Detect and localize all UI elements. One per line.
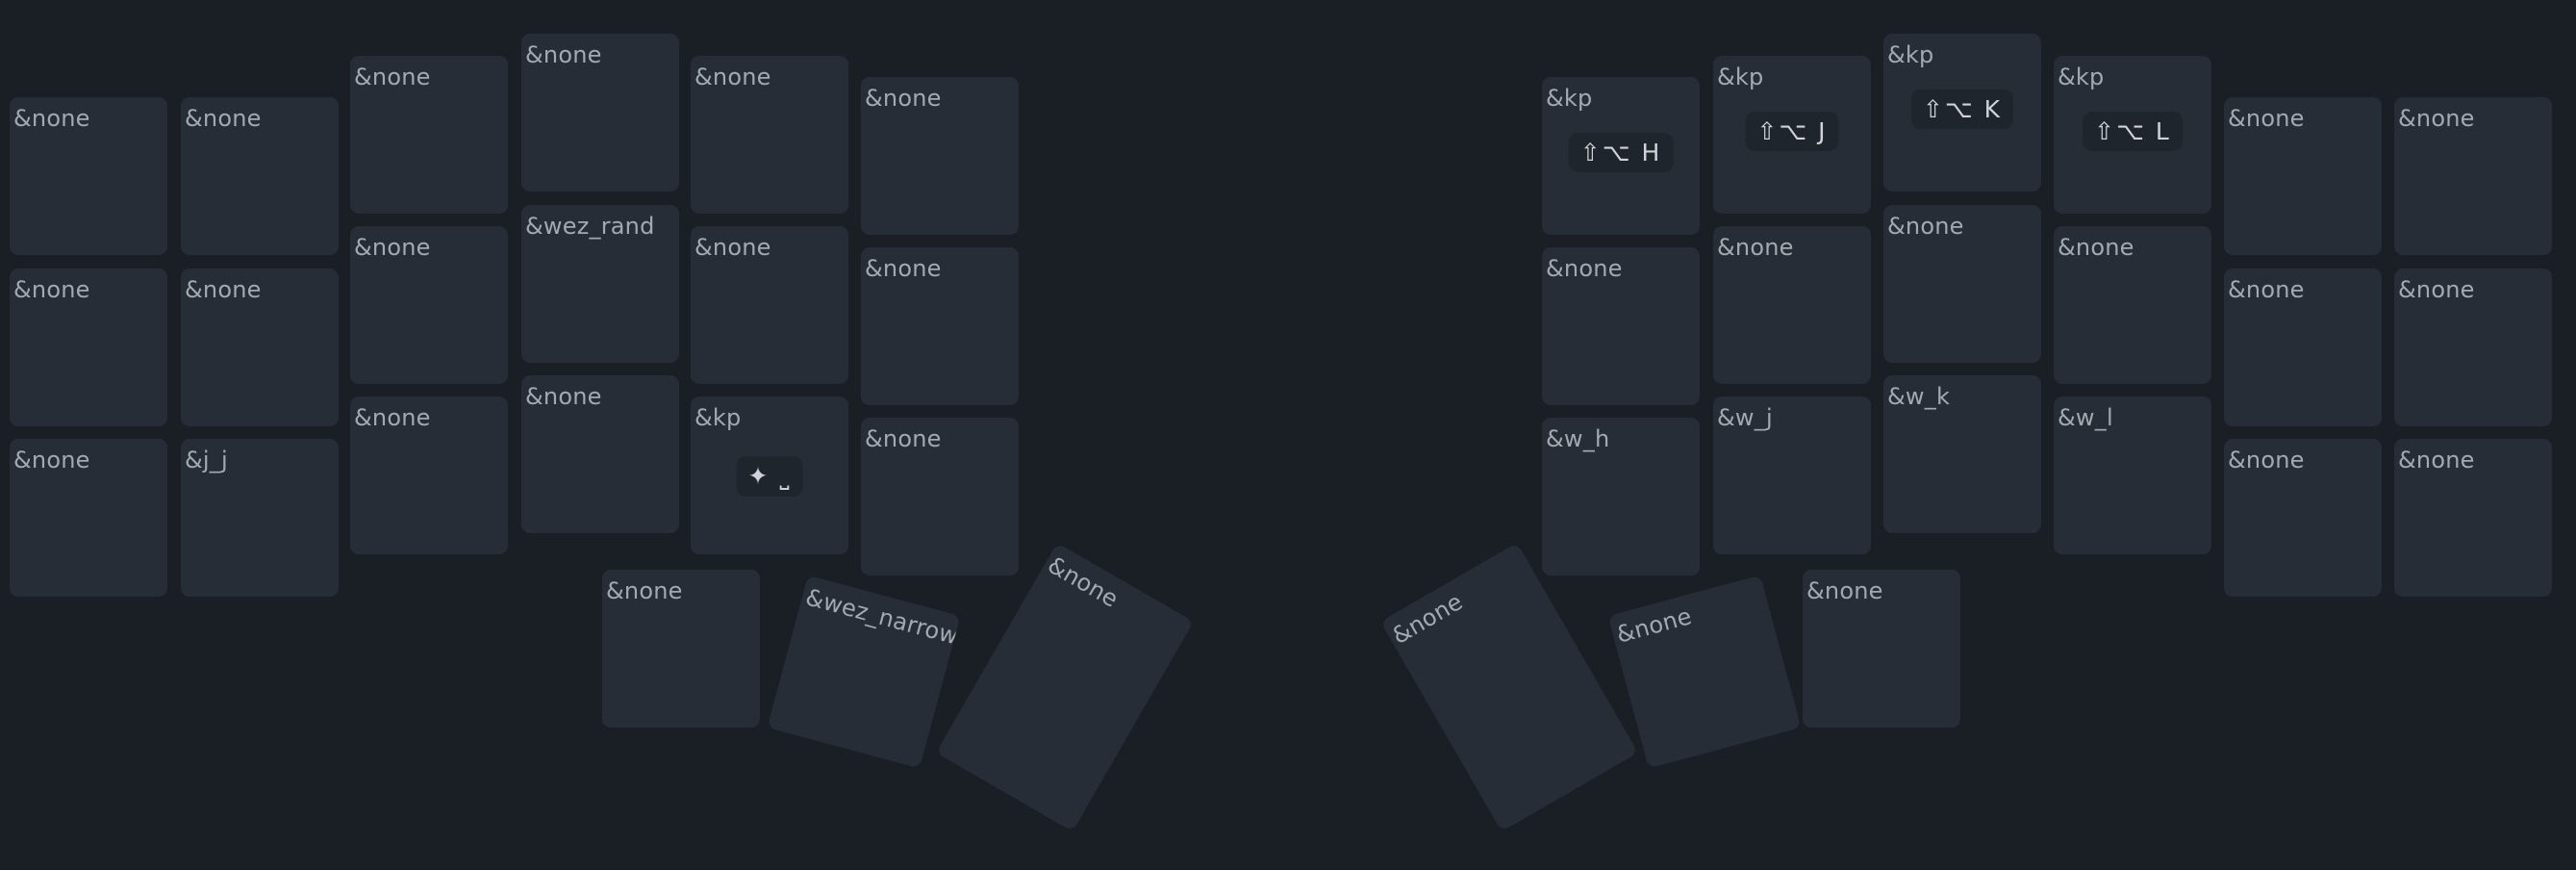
key-label: &none bbox=[1546, 255, 1623, 282]
key-label: &none bbox=[606, 577, 683, 604]
left-key-c3-r2[interactable]: &none bbox=[521, 375, 679, 533]
left-key-c5-r0[interactable]: &none bbox=[861, 77, 1019, 235]
key-label: &none bbox=[2398, 447, 2475, 473]
key-label: &none bbox=[1613, 602, 1695, 649]
right-key-c3-r1[interactable]: &none bbox=[2054, 226, 2211, 384]
key-label: &none bbox=[2228, 105, 2305, 132]
key-label: &wez_rand bbox=[525, 213, 655, 240]
key-label: &kp bbox=[1546, 85, 1593, 112]
key-sublabel: ⇧⌥ K bbox=[1910, 90, 2014, 129]
left-key-c1-r2[interactable]: &j_j bbox=[181, 439, 339, 597]
key-label: &none bbox=[1043, 550, 1124, 613]
key-label: &none bbox=[2228, 447, 2305, 473]
key-label: &none bbox=[1806, 577, 1883, 604]
left-key-c4-r2[interactable]: &kp ✦ ⎵ bbox=[691, 397, 848, 554]
key-label: &none bbox=[525, 383, 602, 410]
right-key-c2-r2[interactable]: &w_k bbox=[1883, 375, 2041, 533]
key-label: &none bbox=[2228, 276, 2305, 303]
key-label: &none bbox=[354, 404, 431, 431]
right-key-c0-r0[interactable]: &kp ⇧⌥ H bbox=[1542, 77, 1700, 235]
key-label: &kp bbox=[1887, 41, 1934, 68]
key-label: &w_k bbox=[1887, 383, 1951, 410]
left-key-c5-r1[interactable]: &none bbox=[861, 247, 1019, 405]
right-key-c3-r0[interactable]: &kp ⇧⌥ L bbox=[2054, 56, 2211, 214]
right-key-c1-r0[interactable]: &kp ⇧⌥ J bbox=[1713, 56, 1871, 214]
key-label: &none bbox=[865, 255, 942, 282]
key-label: &w_l bbox=[2058, 404, 2113, 431]
key-label: &none bbox=[1887, 213, 1964, 240]
key-label: &none bbox=[695, 234, 771, 261]
key-label: &none bbox=[525, 41, 602, 68]
key-label: &wez_narrow bbox=[802, 583, 961, 651]
key-label: &none bbox=[695, 64, 771, 90]
key-label: &none bbox=[354, 234, 431, 261]
key-sublabel: ⇧⌥ H bbox=[1568, 133, 1674, 172]
key-label: &none bbox=[185, 105, 262, 132]
right-key-c1-r1[interactable]: &none bbox=[1713, 226, 1871, 384]
right-key-c4-r1[interactable]: &none bbox=[2224, 269, 2382, 426]
right-key-c5-r2[interactable]: &none bbox=[2394, 439, 2552, 597]
key-label: &none bbox=[185, 276, 262, 303]
key-label: &none bbox=[2398, 276, 2475, 303]
left-key-c2-r1[interactable]: &none bbox=[350, 226, 508, 384]
key-sublabel: ⇧⌥ L bbox=[2083, 112, 2183, 151]
right-key-c2-r0[interactable]: &kp ⇧⌥ K bbox=[1883, 34, 2041, 192]
key-label: &kp bbox=[1717, 64, 1764, 90]
left-key-c3-r0[interactable]: &none bbox=[521, 34, 679, 192]
key-label: &kp bbox=[695, 404, 742, 431]
key-label: &w_h bbox=[1546, 425, 1610, 452]
right-thumb-2[interactable]: &none bbox=[1803, 570, 1960, 728]
left-key-c1-r1[interactable]: &none bbox=[181, 269, 339, 426]
left-key-c3-r1[interactable]: &wez_rand bbox=[521, 205, 679, 363]
left-key-c2-r0[interactable]: &none bbox=[350, 56, 508, 214]
right-key-c3-r2[interactable]: &w_l bbox=[2054, 397, 2211, 554]
key-label: &w_j bbox=[1717, 404, 1773, 431]
key-label: &none bbox=[13, 447, 90, 473]
key-sublabel: ✦ ⎵ bbox=[736, 456, 803, 497]
right-key-c4-r0[interactable]: &none bbox=[2224, 97, 2382, 255]
left-key-c2-r2[interactable]: &none bbox=[350, 397, 508, 554]
key-label: &none bbox=[1717, 234, 1794, 261]
left-thumb-0[interactable]: &none bbox=[602, 570, 760, 728]
right-key-c4-r2[interactable]: &none bbox=[2224, 439, 2382, 597]
right-thumb-0[interactable]: &none bbox=[1379, 542, 1639, 832]
key-label: &none bbox=[2058, 234, 2134, 261]
key-label: &none bbox=[865, 425, 942, 452]
left-key-c0-r1[interactable]: &none bbox=[10, 269, 167, 426]
key-label: &none bbox=[13, 276, 90, 303]
key-sublabel: ⇧⌥ J bbox=[1745, 112, 1839, 151]
left-thumb-1[interactable]: &wez_narrow bbox=[767, 575, 961, 769]
left-key-c5-r2[interactable]: &none bbox=[861, 418, 1019, 576]
left-key-c0-r2[interactable]: &none bbox=[10, 439, 167, 597]
right-key-c5-r0[interactable]: &none bbox=[2394, 97, 2552, 255]
key-label: &none bbox=[354, 64, 431, 90]
key-label: &none bbox=[865, 85, 942, 112]
left-key-c4-r0[interactable]: &none bbox=[691, 56, 848, 214]
right-key-c0-r1[interactable]: &none bbox=[1542, 247, 1700, 405]
right-thumb-1[interactable]: &none bbox=[1607, 575, 1802, 769]
key-label: &j_j bbox=[185, 447, 228, 473]
key-label: &kp bbox=[2058, 64, 2105, 90]
key-label: &none bbox=[1387, 588, 1468, 651]
right-key-c5-r1[interactable]: &none bbox=[2394, 269, 2552, 426]
left-key-c0-r0[interactable]: &none bbox=[10, 97, 167, 255]
right-key-c2-r1[interactable]: &none bbox=[1883, 205, 2041, 363]
right-key-c1-r2[interactable]: &w_j bbox=[1713, 397, 1871, 554]
left-key-c4-r1[interactable]: &none bbox=[691, 226, 848, 384]
right-key-c0-r2[interactable]: &w_h bbox=[1542, 418, 1700, 576]
key-label: &none bbox=[2398, 105, 2475, 132]
left-thumb-2[interactable]: &none bbox=[935, 542, 1195, 832]
left-key-c1-r0[interactable]: &none bbox=[181, 97, 339, 255]
key-label: &none bbox=[13, 105, 90, 132]
